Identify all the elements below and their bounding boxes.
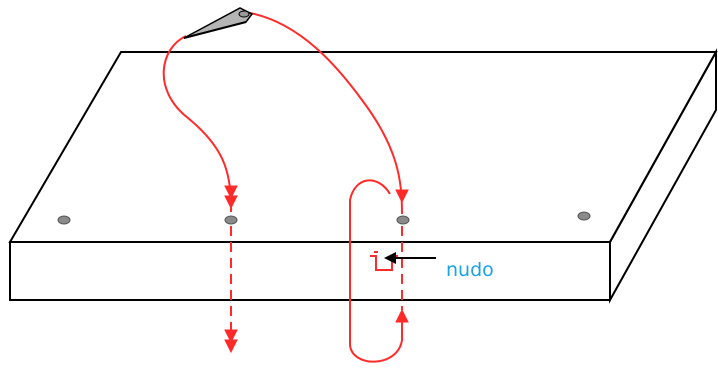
arrow-up-icon xyxy=(395,308,409,323)
hole-4 xyxy=(577,211,591,221)
board-front-face xyxy=(9,241,611,301)
thread-arrows xyxy=(224,185,409,354)
board-side-face xyxy=(609,48,717,304)
arrow-down-icon xyxy=(224,339,238,354)
pointer-arrow-icon xyxy=(384,252,436,264)
hole-3 xyxy=(396,215,410,225)
arrow-down-icon xyxy=(224,185,238,200)
thread-loop xyxy=(349,179,403,363)
knot-label: nudo xyxy=(446,259,494,281)
arrow-down-icon xyxy=(224,195,238,210)
hole-2 xyxy=(224,215,238,225)
thread-left-arc xyxy=(162,35,233,213)
arrow-down-icon xyxy=(224,329,238,344)
holes xyxy=(57,211,591,225)
hole-1 xyxy=(57,215,71,225)
board xyxy=(8,48,718,304)
needle-icon xyxy=(183,7,254,39)
thread-right-arc xyxy=(243,11,403,215)
board-top-face xyxy=(8,51,718,243)
arrow-down-icon xyxy=(395,189,409,204)
